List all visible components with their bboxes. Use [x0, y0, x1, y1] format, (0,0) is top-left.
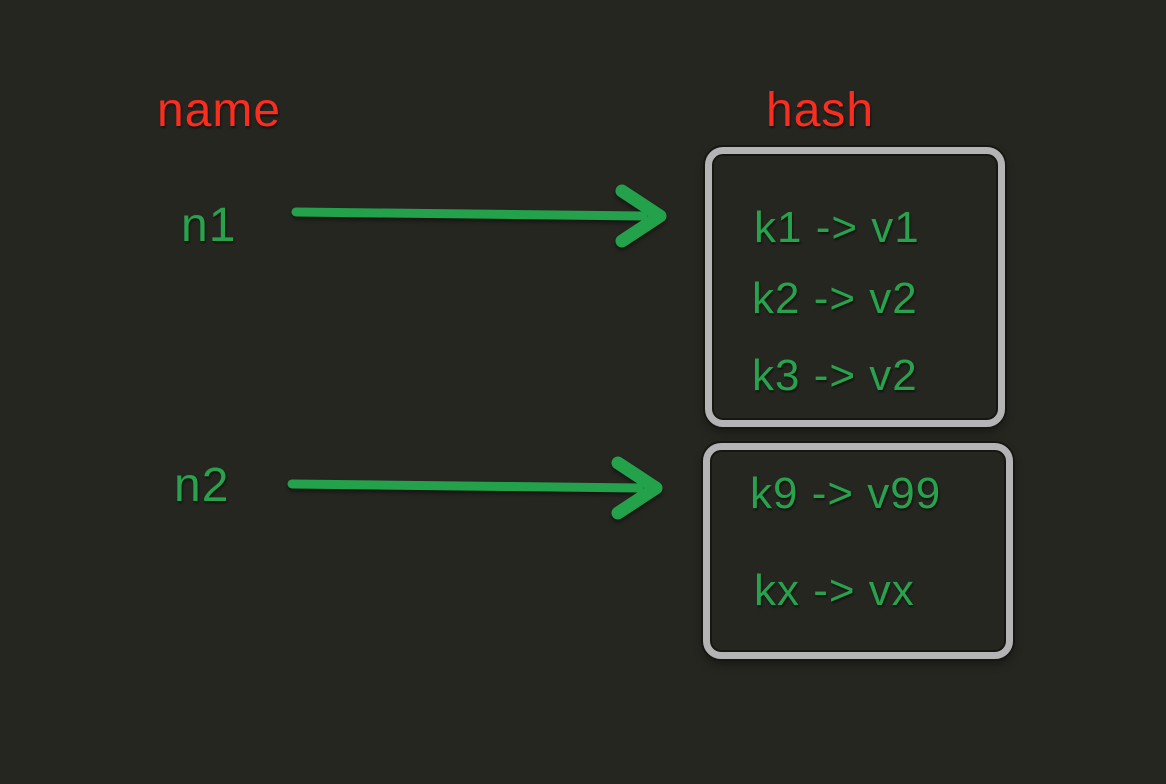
hash-box-2: k9 -> v99 kx -> vx: [703, 443, 1013, 659]
hash-entry: k9 -> v99: [750, 469, 942, 518]
name-column-label: name: [157, 84, 282, 137]
arrow-right-icon-n2: [287, 456, 663, 520]
name-n1-label: n1: [181, 199, 237, 252]
name-n2-label: n2: [174, 459, 230, 512]
hash-entry: k1 -> v1: [754, 203, 920, 252]
hash-entry: k2 -> v2: [752, 274, 918, 323]
hash-box-1: k1 -> v1 k2 -> v2 k3 -> v2: [705, 147, 1005, 427]
hash-column-label: hash: [766, 84, 875, 137]
arrow-right-icon-n1: [291, 184, 667, 248]
hash-entry: kx -> vx: [754, 566, 915, 615]
hash-entry: k3 -> v2: [752, 351, 918, 400]
